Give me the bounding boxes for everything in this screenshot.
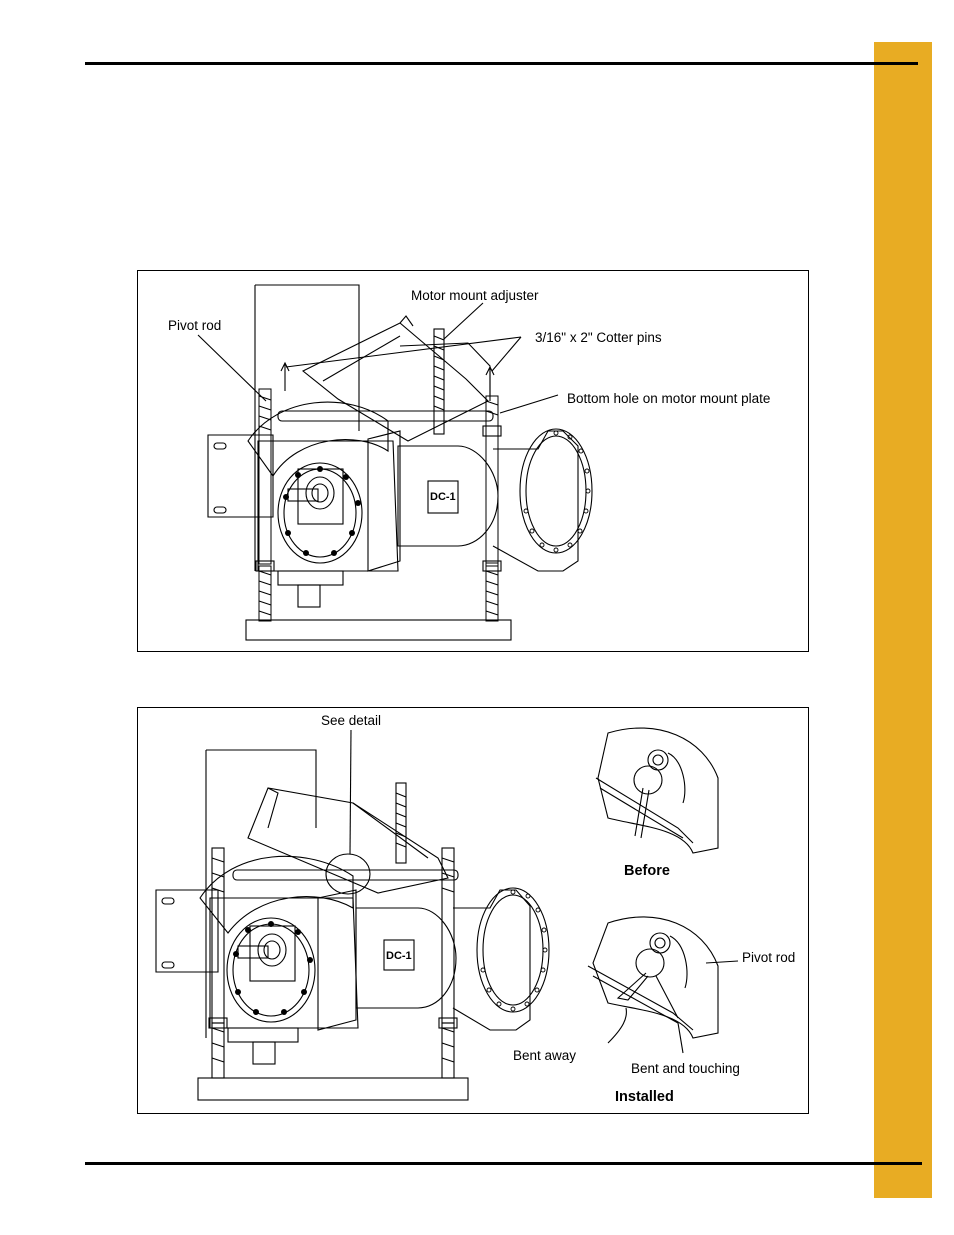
- motor-mount-adjuster-label: Motor mount adjuster: [411, 288, 539, 303]
- chapter-tab: [874, 42, 932, 1198]
- figure-motor-mount: Pivot rod Motor mount adjuster 3/16" x 2…: [137, 270, 809, 652]
- footer-rule: [85, 1162, 922, 1165]
- before-label: Before: [624, 863, 670, 879]
- motor-badge: DC-1: [386, 950, 412, 962]
- pivot-rod-label: Pivot rod: [168, 318, 222, 333]
- cotter-pins-label: 3/16" x 2" Cotter pins: [535, 330, 662, 345]
- figure-cotter-pin-detail: See detail Before Pivot rod Bent away Be…: [137, 707, 809, 1114]
- see-detail-label: See detail: [321, 713, 382, 728]
- header-rule: [85, 62, 918, 65]
- motor-badge: DC-1: [430, 491, 456, 503]
- bottom-hole-label: Bottom hole on motor mount plate: [567, 391, 771, 406]
- bent-away-label: Bent away: [513, 1048, 577, 1063]
- motor-assembly-detail-drawing: [155, 727, 739, 1101]
- pivot-rod-detail-label: Pivot rod: [742, 950, 796, 965]
- bent-touching-label: Bent and touching: [631, 1061, 740, 1076]
- motor-assembly-drawing: [197, 284, 593, 641]
- installed-label: Installed: [615, 1089, 674, 1105]
